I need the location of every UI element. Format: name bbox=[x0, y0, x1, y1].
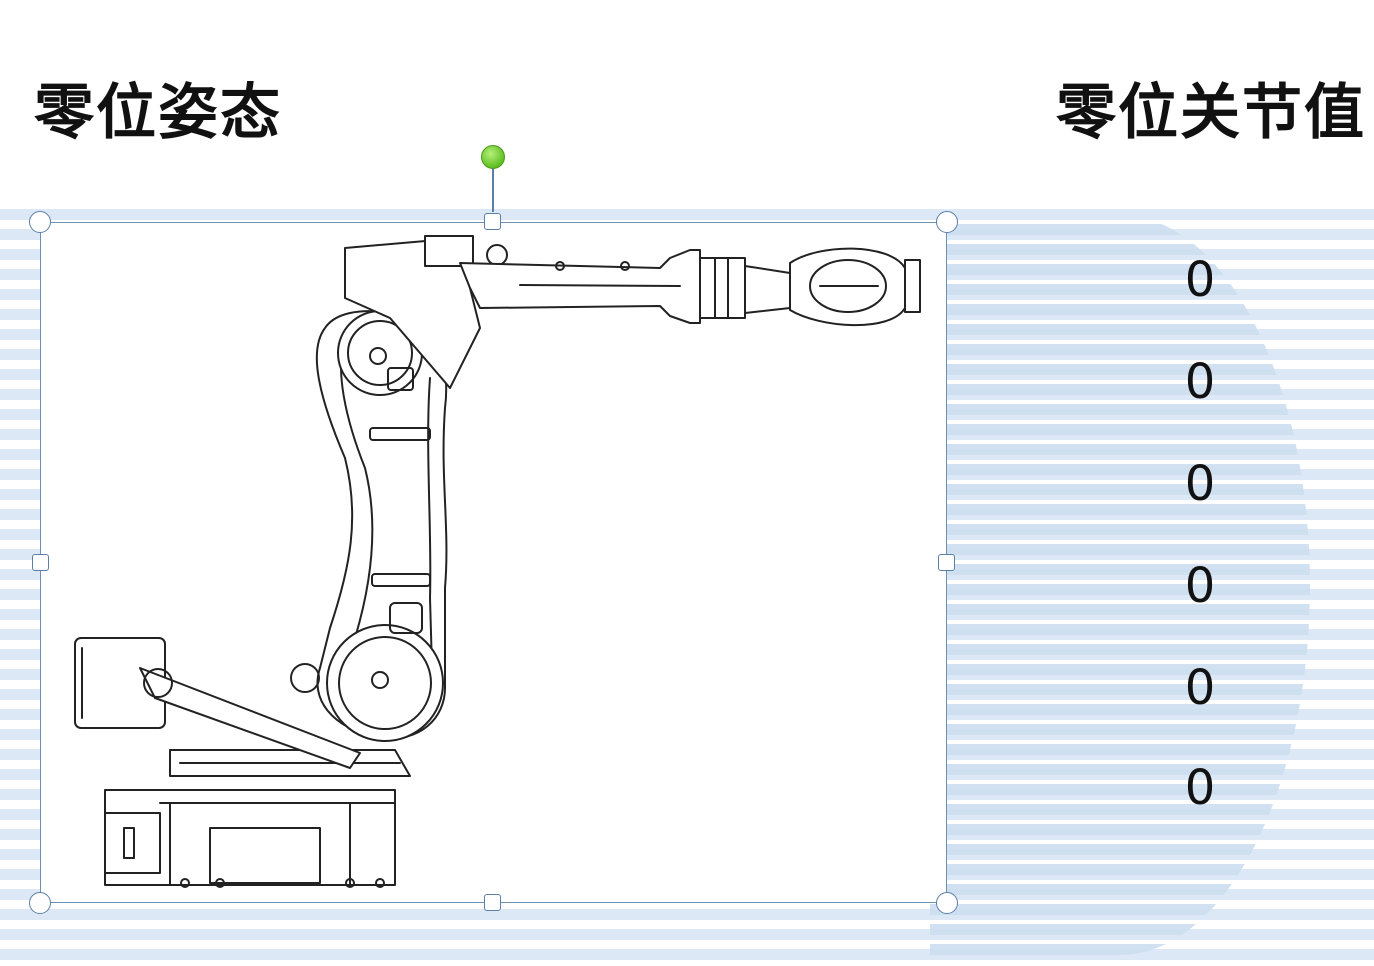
background-blob bbox=[930, 215, 1310, 955]
joint-value-1: 0 bbox=[1184, 252, 1216, 308]
resize-handle-top-left[interactable] bbox=[29, 211, 51, 233]
resize-handle-bottom-left[interactable] bbox=[29, 892, 51, 914]
joint-value-2: 0 bbox=[1184, 354, 1216, 410]
rotation-handle-stem bbox=[492, 168, 494, 212]
robot-arm-image[interactable] bbox=[60, 228, 930, 893]
resize-handle-bottom-right[interactable] bbox=[936, 892, 958, 914]
resize-handle-left[interactable] bbox=[32, 554, 49, 571]
joint-value-3: 0 bbox=[1184, 456, 1216, 512]
rotate-handle-icon[interactable] bbox=[481, 145, 505, 169]
resize-handle-top-right[interactable] bbox=[936, 211, 958, 233]
joint-value-4: 0 bbox=[1184, 558, 1216, 614]
resize-handle-top[interactable] bbox=[484, 213, 501, 230]
resize-handle-bottom[interactable] bbox=[484, 894, 501, 911]
joint-value-5: 0 bbox=[1184, 660, 1216, 716]
pose-title: 零位姿态 bbox=[34, 78, 282, 148]
joint-value-6: 0 bbox=[1184, 760, 1216, 816]
resize-handle-right[interactable] bbox=[938, 554, 955, 571]
joint-values-title: 零位关节值 bbox=[1056, 78, 1366, 148]
